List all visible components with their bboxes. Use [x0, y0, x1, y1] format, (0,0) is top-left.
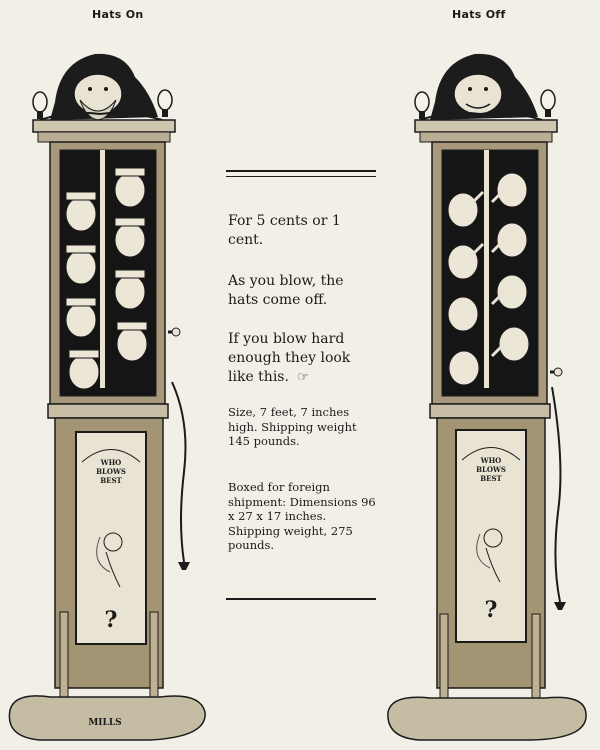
machine-illustration-hats-on: WHO BLOWS BEST ? MILLS	[0, 42, 210, 742]
top-figure	[39, 53, 163, 121]
paragraph-foreign-shipment-text: Boxed for foreign shipment: Dimensions 9…	[228, 480, 376, 552]
face-hat-5	[114, 167, 146, 208]
bulb-left	[414, 91, 430, 119]
face-no-hat-1	[447, 192, 479, 228]
bulb-left	[32, 91, 48, 119]
face-hat-6	[114, 217, 146, 258]
paragraph-blow-hard-text: If you blow hard enough they look like t…	[228, 331, 351, 385]
rule-top	[226, 170, 376, 172]
paragraph-blow-text: As you blow, the hats come off.	[228, 273, 344, 308]
face-no-hat-3	[447, 296, 479, 332]
caption-hats-on: Hats On	[92, 8, 144, 21]
face-hat-2	[65, 244, 97, 285]
face-no-hat-5	[496, 172, 528, 208]
cherub-figure	[476, 528, 503, 583]
caption-hats-off: Hats Off	[452, 8, 506, 21]
rule-top-thin	[226, 176, 376, 177]
sign-question-mark: ?	[105, 607, 118, 633]
face-hat-3	[65, 297, 97, 338]
face-no-hat-4	[448, 350, 480, 386]
face-no-hat-2	[447, 244, 479, 280]
sign-question-mark: ?	[485, 597, 498, 623]
flying-hats	[471, 188, 506, 358]
face-no-hat-6	[496, 222, 528, 258]
cherub-figure	[96, 532, 123, 588]
sign-line-best: BEST	[480, 474, 502, 483]
paragraph-size-text: Size, 7 feet, 7 inches high. Shipping we…	[228, 405, 357, 448]
face-hat-4	[68, 349, 100, 390]
machine-illustration-hats-off: WHO BLOWS BEST ?	[380, 42, 590, 742]
paragraph-price-text: For 5 cents or 1 cent.	[228, 213, 341, 248]
pointing-hand-icon: ☞	[297, 370, 310, 385]
sign-line-best: BEST	[100, 476, 122, 485]
face-hat-1	[65, 191, 97, 232]
face-hat-8	[116, 321, 148, 362]
sign-line-blows: BLOWS	[476, 465, 506, 474]
paragraph-size: Size, 7 feet, 7 inches high. Shipping we…	[228, 405, 378, 449]
paragraph-blow: As you blow, the hats come off.	[228, 272, 378, 310]
bulb-right	[540, 89, 556, 117]
bulb-right	[157, 89, 173, 117]
sign-line-who: WHO	[100, 458, 122, 467]
top-figure	[419, 53, 543, 121]
paragraph-foreign-shipment: Boxed for foreign shipment: Dimensions 9…	[228, 480, 378, 553]
base-lettering: MILLS	[88, 718, 121, 728]
face-no-hat-8	[498, 326, 530, 362]
face-no-hat-7	[496, 274, 528, 310]
rule-bottom	[226, 598, 376, 600]
paragraph-blow-hard: If you blow hard enough they look like t…	[228, 330, 378, 387]
face-hat-7	[114, 269, 146, 310]
sign-line-who: WHO	[480, 456, 502, 465]
paragraph-price: For 5 cents or 1 cent.	[228, 212, 378, 250]
sign-line-blows: BLOWS	[96, 467, 126, 476]
